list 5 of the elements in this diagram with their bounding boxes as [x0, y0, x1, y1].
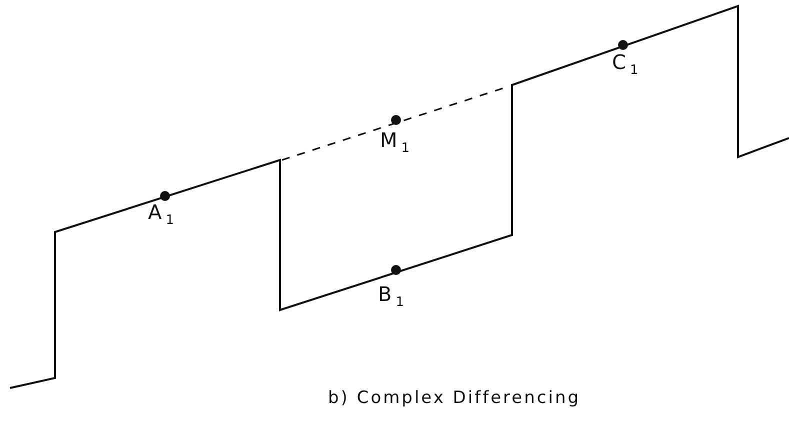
point-label: B$_{1}$: [378, 284, 404, 309]
caption: b) Complex Differencing: [328, 388, 581, 408]
point-label: M$_{1}$: [380, 130, 410, 155]
point-label: C$_{1}$: [612, 52, 638, 77]
point-label: A$_{1}$: [148, 202, 174, 227]
